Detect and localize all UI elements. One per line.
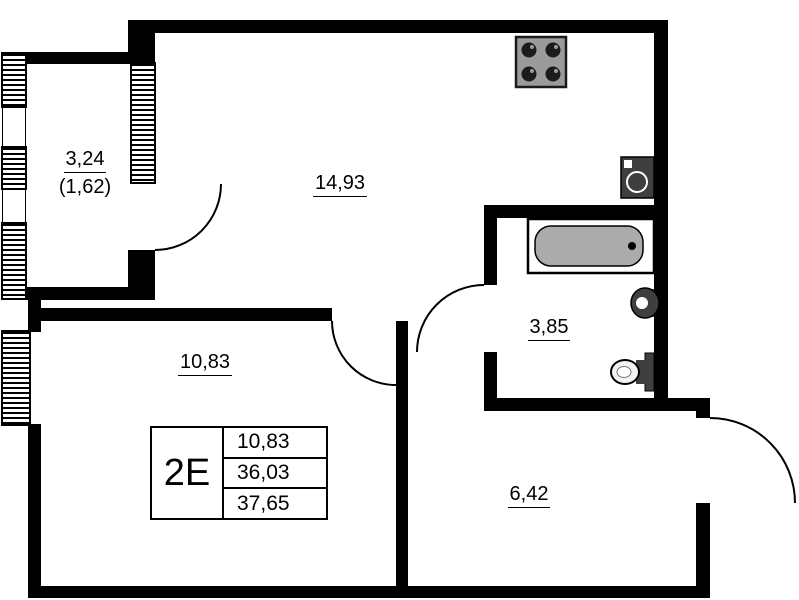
bedroom-area-label: 10,83 (162, 350, 248, 376)
apartment-type-cell: 2E (152, 428, 224, 518)
right-wall-lower-below-door (696, 503, 710, 598)
balcony-bottom-wall (8, 287, 155, 300)
divider-wall-bedroom-hallway (396, 321, 408, 586)
right-wall-upper (654, 20, 668, 411)
interior-wall-kitchen-bedroom (28, 308, 332, 321)
bathroom-bottom-wall (484, 398, 710, 411)
balcony-window-1 (1, 52, 27, 108)
bedroom-area-value: 10,83 (177, 350, 233, 376)
bedroom-window (1, 330, 31, 426)
apartment-stamp: 2E 10,83 36,03 37,65 (150, 426, 328, 520)
bathtub-icon (526, 217, 656, 275)
hallway-area-label: 6,42 (486, 482, 572, 508)
kitchen-balcony-window (130, 62, 156, 184)
balcony-area-value: 3,24 (63, 147, 107, 173)
balcony-window-2 (1, 146, 27, 190)
stamp-living-area: 10,83 (224, 428, 326, 459)
balcony-door-arc (154, 183, 222, 251)
hallway-area-value: 6,42 (507, 482, 551, 508)
entrance-door-arc (709, 417, 796, 504)
stamp-total-area: 37,65 (237, 491, 290, 515)
stove-icon (514, 35, 568, 89)
toilet-icon (610, 352, 655, 392)
balcony-inner-wall-bottom (128, 250, 155, 287)
bathroom-left-wall-bottom (484, 352, 497, 411)
balcony-area-reduced-value: (1,62) (58, 176, 112, 198)
bedroom-door-arc (331, 320, 397, 386)
balcony-top-wall (8, 52, 135, 64)
bathroom-top-wall (484, 205, 654, 218)
bathroom-door-arc (416, 284, 485, 353)
left-wall-below-window (28, 424, 41, 598)
washing-machine-icon (620, 156, 655, 199)
balcony-inner-wall-top (128, 33, 155, 62)
top-wall (128, 20, 668, 33)
bottom-wall (28, 586, 710, 598)
sink-icon (630, 287, 660, 319)
balcony-window-3 (1, 222, 27, 300)
bathroom-area-value: 3,85 (527, 315, 571, 341)
stamp-apartment-area: 36,03 (224, 459, 326, 490)
kitchen-living-area-value: 14,93 (312, 171, 368, 197)
kitchen-living-area-label: 14,93 (297, 171, 383, 197)
balcony-area-label: 3,24 (1,62) (40, 147, 130, 199)
bathroom-area-label: 3,85 (506, 315, 592, 341)
bathroom-left-wall-top (484, 205, 497, 285)
apartment-stamp-values: 10,83 36,03 37,65 (224, 428, 326, 518)
